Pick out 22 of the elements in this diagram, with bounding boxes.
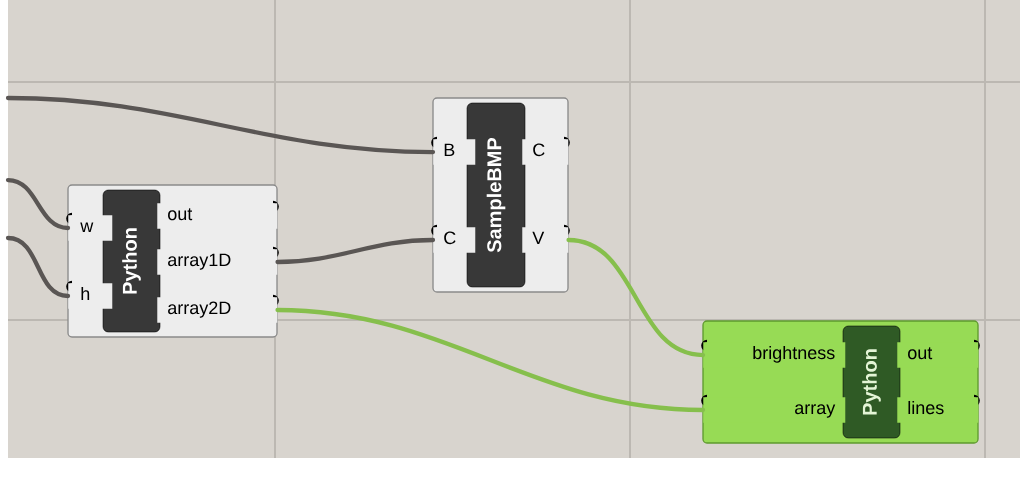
wire — [275, 307, 706, 413]
port-label: C — [522, 139, 569, 165]
wire — [5, 235, 71, 299]
wire — [5, 177, 71, 231]
port-label: out — [897, 342, 979, 368]
port-label: w — [68, 215, 113, 241]
name-label: Python — [102, 189, 161, 333]
port-label: out — [157, 203, 278, 229]
port-label: B — [433, 139, 476, 165]
wire — [566, 237, 706, 358]
port-label: lines — [897, 397, 979, 423]
port-label: brightness — [703, 342, 846, 368]
name-label: Python — [842, 325, 901, 439]
wire — [5, 95, 436, 155]
port-label: array1D — [157, 249, 278, 275]
port-label: array2D — [157, 297, 278, 323]
port-label: V — [522, 227, 569, 253]
port-label: h — [68, 283, 113, 309]
name-label: SampleBMP — [466, 102, 526, 288]
port-label: array — [703, 397, 846, 423]
port-label: C — [433, 227, 476, 253]
wire — [275, 237, 436, 265]
